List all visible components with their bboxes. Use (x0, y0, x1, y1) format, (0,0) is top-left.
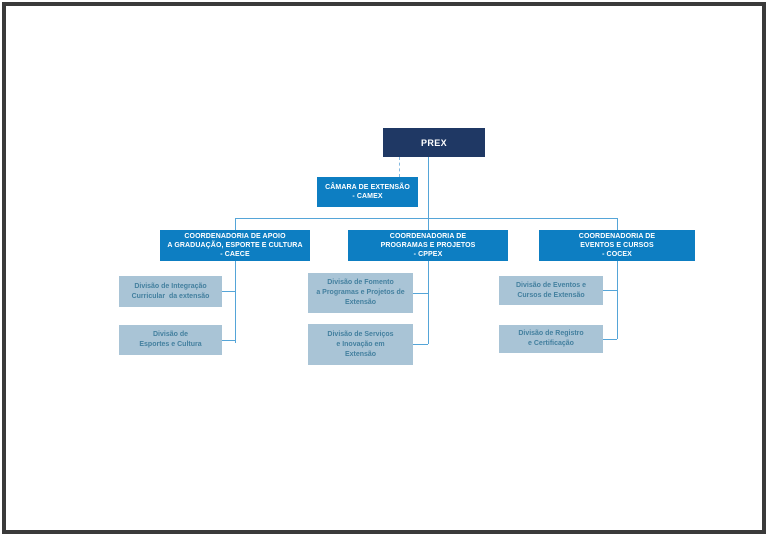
division-line: Divisão de Registro (518, 330, 584, 337)
org-box-caece: COORDENADORIA DE APOIO A GRADUAÇÃO, ESPO… (160, 230, 310, 261)
connector-stub-div-1a (222, 291, 235, 292)
division-line: e Certificação (528, 340, 574, 347)
connector-col-cppex (428, 261, 429, 344)
org-box-cppex-line1: COORDENADORIA DE (389, 233, 467, 240)
connector-col-caece (235, 261, 236, 343)
org-box-prex-label: PREX (420, 137, 448, 148)
connector-stub-div-3b (603, 339, 617, 340)
division-line: Cursos de Extensão (517, 291, 585, 299)
org-box-divisao-eventos-cursos: Divisão de Eventos e Cursos de Extensão (499, 276, 603, 305)
connector-stub-div-2a (413, 293, 428, 294)
connector-stub-div-2b (413, 344, 428, 345)
division-line: e Inovação em (336, 340, 385, 348)
org-box-cocex-line1: COORDENADORIA DE (578, 233, 656, 240)
division-line: Divisão de (152, 331, 188, 338)
division-line: Esportes e Cultura (139, 341, 202, 348)
connector-stub-div-1b (222, 340, 235, 341)
org-box-prex: PREX (383, 128, 485, 157)
connector-horizontal-main (235, 218, 618, 219)
org-box-divisao-integracao-curricular: Divisão de Integração Curricular da exte… (119, 276, 222, 307)
division-line: a Programas e Projetos de (316, 289, 405, 296)
division-line: Divisão de Serviços (327, 330, 394, 338)
org-box-camex-line2: - CAMEX (352, 193, 383, 200)
org-box-divisao-registro-certificacao: Divisão de Registro e Certificação (499, 325, 603, 353)
org-box-caece-line2: A GRADUAÇÃO, ESPORTE E CULTURA (167, 242, 303, 249)
connector-stub-div-3a (603, 290, 617, 291)
org-box-cocex: COORDENADORIA DE EVENTOS E CURSOS - COCE… (539, 230, 695, 261)
org-box-caece-line1: COORDENADORIA DE APOIO (184, 233, 286, 240)
org-box-camex: CÂMARA DE EXTENSÃO - CAMEX (317, 177, 418, 207)
division-line: Divisão de Eventos e (515, 281, 587, 289)
org-box-divisao-esportes-cultura: Divisão de Esportes e Cultura (119, 325, 222, 355)
org-box-camex-line1: CÂMARA DE EXTENSÃO (325, 184, 410, 191)
org-box-caece-line3: - CAECE (220, 251, 250, 258)
connector-stub-cocex (617, 218, 618, 230)
division-line: Extensão (344, 350, 377, 358)
connector-dashed-prex-camex (399, 157, 400, 177)
org-box-divisao-servicos-inovacao: Divisão de Serviços e Inovação em Extens… (308, 324, 413, 365)
connector-col-cocex (617, 261, 618, 339)
org-box-cppex: COORDENADORIA DE PROGRAMAS E PROJETOS - … (348, 230, 508, 261)
division-line: Curricular da extensão (131, 292, 210, 300)
org-box-divisao-fomento: Divisão de Fomento a Programas e Projeto… (308, 273, 413, 313)
division-line: Divisão de Integração (134, 282, 207, 290)
division-line: Extensão (344, 299, 377, 306)
org-box-cocex-line2: EVENTOS E CURSOS (580, 242, 654, 249)
org-box-cppex-line2: PROGRAMAS E PROJETOS (380, 242, 476, 249)
org-box-cppex-line3: - CPPEX (413, 251, 443, 258)
connector-stub-caece (235, 218, 236, 230)
org-box-cocex-line3: - COCEX (602, 251, 632, 258)
division-line: Divisão de Fomento (327, 279, 394, 286)
connector-prex-down (428, 157, 429, 230)
